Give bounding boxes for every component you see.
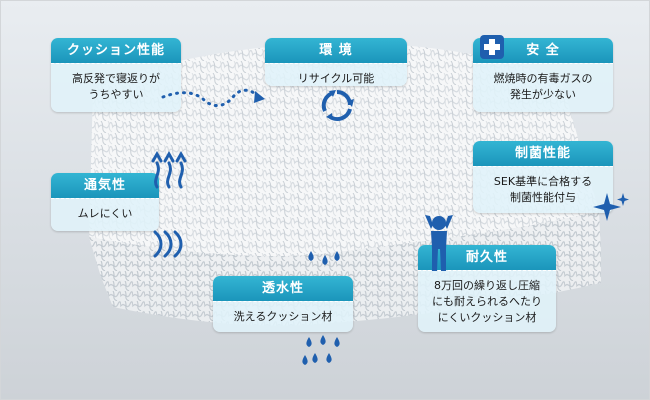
card-text: 8万回の繰り返し圧縮 <box>434 279 540 292</box>
card-text: SEK基準に合格する <box>493 175 593 188</box>
card-title: 環 境 <box>265 38 407 63</box>
card-water-permeability: 透水性 洗えるクッション材 <box>213 276 353 332</box>
card-text: にくいクッション材 <box>437 311 537 324</box>
card-text: 制菌性能付与 <box>510 191 576 204</box>
cross-icon <box>480 35 504 59</box>
card-text: 燃焼時の有毒ガスの <box>493 72 593 85</box>
water-drops-icon <box>302 251 340 365</box>
card-text: うちやすい <box>88 88 144 101</box>
wind-up-icon <box>151 150 187 189</box>
card-text: にも耐えられるへたり <box>432 295 542 308</box>
card-antibacterial: 制菌性能 SEK基準に合格する 制菌性能付与 <box>473 141 613 213</box>
card-durability: 耐久性 8万回の繰り返し圧縮 にも耐えられるへたり にくいクッション材 <box>418 245 556 332</box>
card-title: 制菌性能 <box>473 141 613 166</box>
card-text: ムレにくい <box>77 207 133 220</box>
card-title: クッション性能 <box>51 38 181 63</box>
card-title: 透水性 <box>213 276 353 301</box>
card-text: 洗えるクッション材 <box>233 310 333 323</box>
recycle-icon <box>321 90 354 122</box>
card-text: リサイクル可能 <box>297 72 375 85</box>
card-cushion: クッション性能 高反発で寝返りが うちやすい <box>51 38 181 112</box>
person-icon <box>425 215 453 271</box>
wind-side-icon <box>153 230 183 258</box>
card-title: 通気性 <box>51 173 159 198</box>
sparkle-icon <box>593 193 629 221</box>
card-breathability: 通気性 ムレにくい <box>51 173 159 231</box>
card-text: 高反発で寝返りが <box>72 72 160 85</box>
card-text: 発生が少ない <box>510 88 576 101</box>
card-environment: 環 境 リサイクル可能 <box>265 38 407 86</box>
dotted-arrow-icon <box>161 88 265 107</box>
